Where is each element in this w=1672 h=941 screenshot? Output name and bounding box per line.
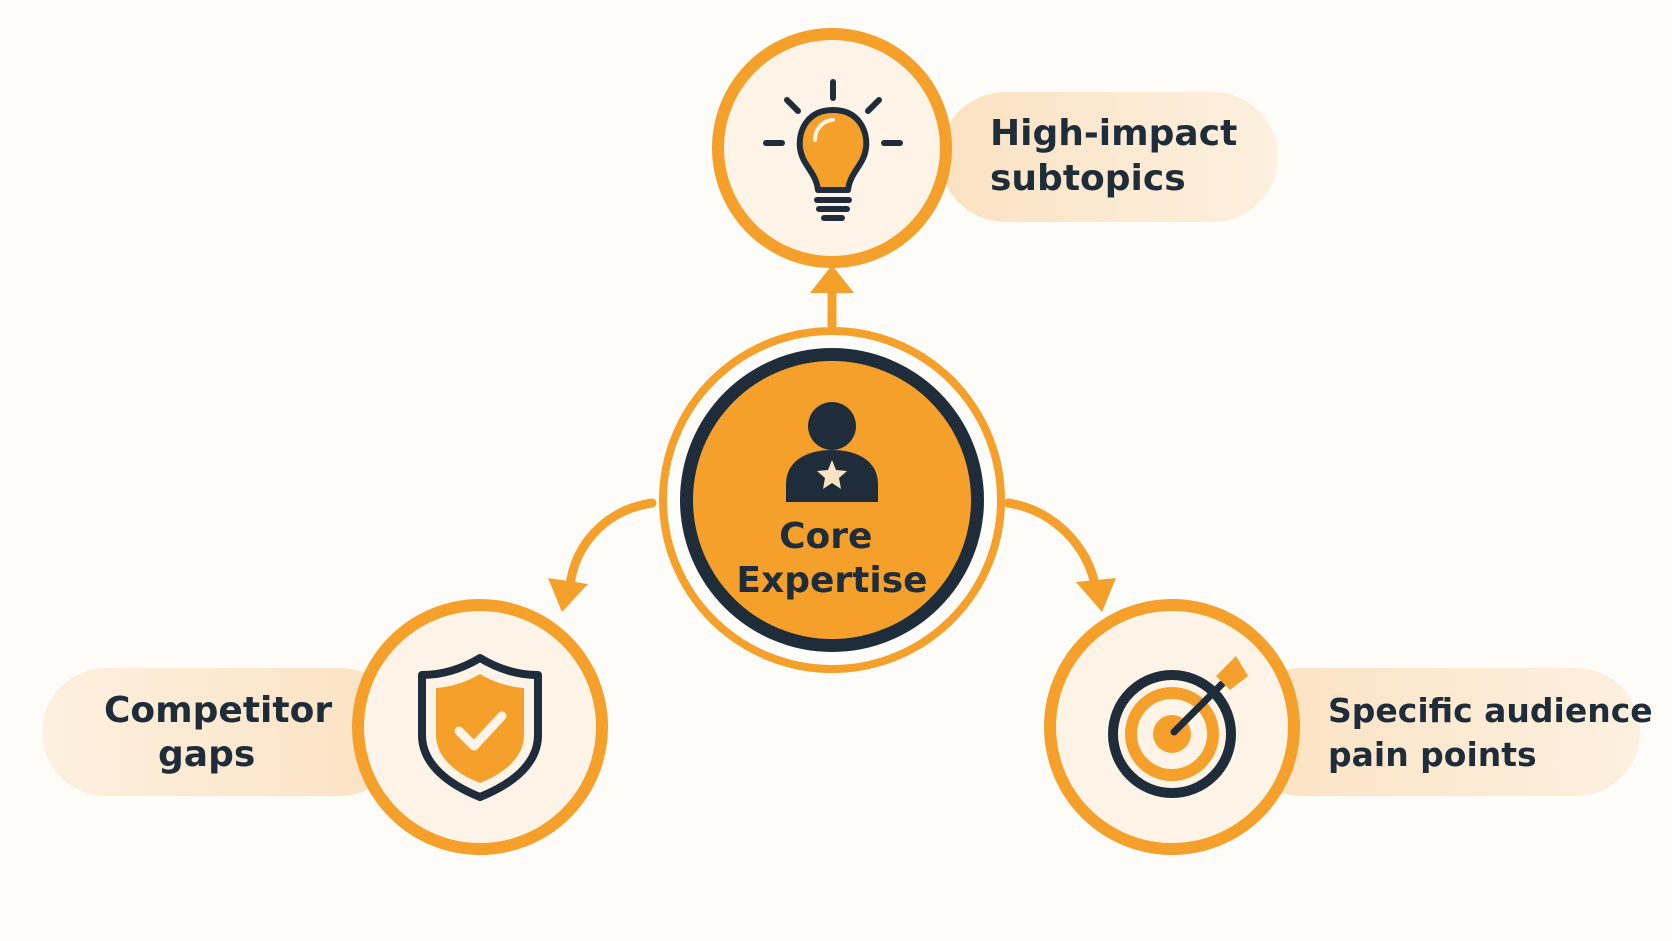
label-pill [1238, 668, 1640, 796]
svg-text:Core Expertise: Core Expertise [736, 516, 927, 601]
node-high-impact-subtopics: High-impact subtopics [712, 28, 1278, 268]
node-label-line2: subtopics [990, 158, 1186, 199]
node-specific-audience-pain-points: Specific audience pain points [1044, 599, 1664, 855]
node-label-line1: High-impact [990, 113, 1237, 154]
node-label-line2: gaps [158, 734, 255, 775]
node-label-line1: Competitor [104, 690, 332, 731]
expert-person-star-icon [786, 402, 878, 502]
node-label-line2: pain points [1328, 735, 1537, 774]
arrowhead-up-icon [810, 265, 854, 293]
node-competitor-gaps: Competitor gaps [42, 599, 608, 855]
arrowhead-left-icon [548, 578, 588, 612]
shield-check-icon [418, 654, 542, 801]
label-pill [940, 92, 1278, 222]
svg-text:Specific audience pain p: Specific audience pain points [1328, 691, 1664, 774]
center-title-line2: Expertise [736, 560, 927, 601]
target-arrow-icon [1108, 656, 1248, 798]
connector-right [1003, 498, 1116, 612]
lightbulb-icon [763, 79, 903, 221]
label-pill [42, 668, 404, 796]
connector-left [548, 498, 657, 612]
center-title-line1: Core [779, 516, 872, 557]
connector-top [810, 265, 854, 340]
node-label-line1: Specific audience [1328, 691, 1653, 730]
svg-text:Competitor gaps: Competitor gaps [104, 690, 345, 775]
svg-text:High-impact subtopics: High-impact subtopics [990, 113, 1250, 199]
node-core-expertise: Core Expertise [659, 327, 1005, 673]
arrowhead-right-icon [1076, 578, 1116, 612]
